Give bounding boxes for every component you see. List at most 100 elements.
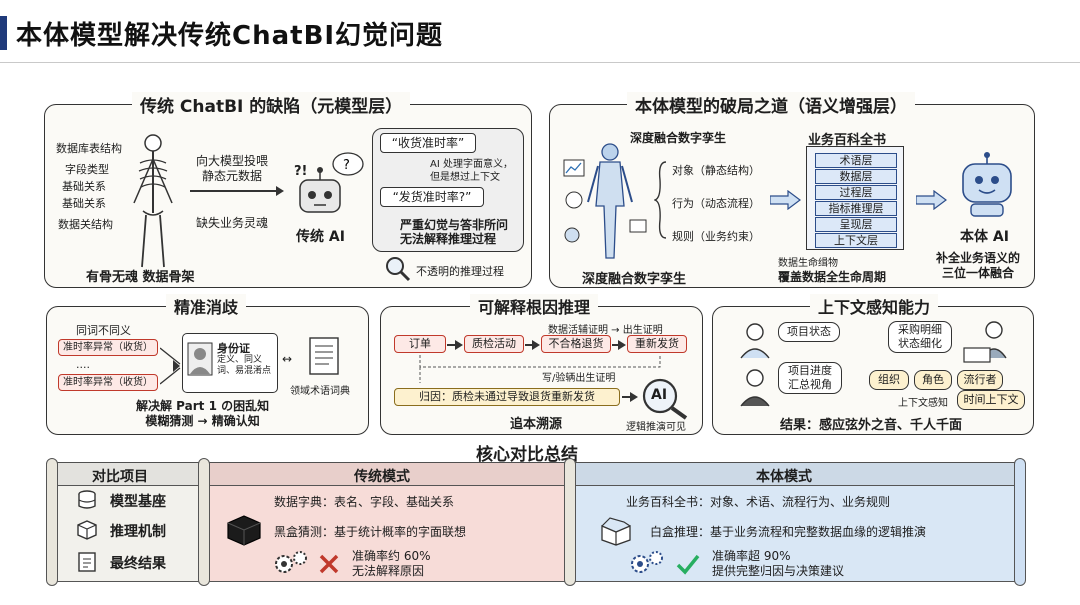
ai-magnifier-icon xyxy=(642,378,688,420)
encyclopedia-title: 业务百科全书 xyxy=(808,133,887,148)
magnifier-icon xyxy=(386,257,411,282)
person-a-icon xyxy=(740,323,770,359)
ontology-ai-label: 本体 AI xyxy=(960,229,1009,245)
skeleton-label-5: 数据关结构 xyxy=(58,218,113,231)
bubble-project-progress: 项目进度 汇总视角 xyxy=(778,362,842,394)
bubble-purchase-detail: 采购明细 状态细化 xyxy=(888,321,952,353)
comparison-title: 核心对比总结 xyxy=(476,445,578,465)
skeleton-label-2: 字段类型 xyxy=(65,163,109,176)
layer-presentation: 呈现层 xyxy=(815,217,897,232)
lifecycle-label: 覆盖数据全生命周期 xyxy=(778,270,887,284)
id-card-body: 定义、同义 词、易混淆点 xyxy=(217,355,272,376)
dictionary-label: 领域术语词典 xyxy=(290,386,350,397)
scroll-mid-1 xyxy=(198,458,210,586)
branch-object: 对象（静态结构） xyxy=(672,164,760,177)
ai-magnifier-text: AI xyxy=(651,387,668,403)
traditional-caption: 有骨无魂 数据骨架 xyxy=(86,270,195,285)
title-divider xyxy=(0,62,1080,63)
ambiguous-item-2: 准时率异常（收货） xyxy=(58,374,158,391)
cube-icon xyxy=(77,520,97,540)
panel-ontology-title: 本体模型的破局之道（语义增强层） xyxy=(627,92,915,117)
ambiguous-item-1: 准时率异常（收货） xyxy=(58,339,158,356)
explain-note-top: 数据活辅证明 → 出生证明 xyxy=(548,325,663,336)
dictionary-icon xyxy=(309,337,339,375)
svg-text:?: ? xyxy=(343,158,350,173)
node-quality-check: 质检活动 xyxy=(464,335,524,353)
row-ontology-reasoning: 白盒推理：基于业务流程和完整数据血缘的逻辑推演 xyxy=(650,525,927,539)
missing-soul-label: 缺失业务灵魂 xyxy=(196,216,269,230)
tag-role: 角色 xyxy=(914,370,952,390)
title-bar: 本体模型解决传统ChatBI幻觉问题 xyxy=(0,0,1080,63)
same-word-label: 同词不同义 xyxy=(76,324,131,337)
explain-note-mid: 写/验辆出生证明 xyxy=(542,373,616,384)
panel-context-title: 上下文感知能力 xyxy=(810,294,939,318)
arrow-order-qc xyxy=(447,340,463,350)
row-label-model: 模型基座 xyxy=(110,494,166,510)
lifecycle-small-label: 数据生命缉物 xyxy=(778,258,838,269)
trace-label: 追本溯源 xyxy=(510,417,563,432)
arrow-return-reship xyxy=(612,340,626,350)
dashed-trace-lines xyxy=(419,355,661,383)
twin-title: 深度融合数字孪生 xyxy=(630,131,727,145)
ontology-ai-caption: 补全业务语义的 三位一体融合 xyxy=(936,251,1021,280)
branch-rule: 规则（业务约束） xyxy=(672,230,760,243)
context-caption: 结果：感应弦外之音、千人千面 xyxy=(780,418,963,433)
feed-arrow xyxy=(190,186,284,196)
panel-explain xyxy=(380,306,703,435)
person-b-icon xyxy=(740,369,770,407)
feed-metadata-label: 向大模型投喂 静态元数据 xyxy=(196,154,269,183)
arrow-qc-return xyxy=(525,340,540,350)
checklist-icon xyxy=(78,552,96,572)
layer-process: 过程层 xyxy=(815,185,897,200)
precise-caption: 解决解 Part 1 の困乱知 模糊猜测 → 精确认知 xyxy=(136,399,270,428)
row-traditional-model: 数据字典：表名、字段、基础关系 xyxy=(274,495,455,509)
traditional-ai-label: 传统 AI xyxy=(296,229,345,245)
layer-context: 上下文层 xyxy=(815,233,897,248)
layer-metric-reasoning: 指标推理层 xyxy=(815,201,897,216)
traditional-robot-icon: ? xyxy=(299,152,364,213)
node-order: 订单 xyxy=(394,335,446,353)
twin-caption: 深度融合数字孪生 xyxy=(582,272,687,287)
layer-terminology: 术语层 xyxy=(815,153,897,168)
query-box-ship: “发货准时率?” xyxy=(380,187,484,207)
row-label-reasoning: 推理机制 xyxy=(110,524,166,540)
context-aware-label: 上下文感知 xyxy=(898,398,948,409)
ellipsis: .... xyxy=(76,358,90,371)
id-card: 身份证 定义、同义 词、易混淆点 xyxy=(182,333,278,393)
tag-organization: 组织 xyxy=(869,370,909,390)
converge-arrows xyxy=(160,347,181,385)
table-header-band xyxy=(54,462,1020,486)
row-traditional-result: 准确率约 60% 无法解释原因 xyxy=(352,549,431,578)
person-c-icon xyxy=(963,321,1007,363)
panel-explain-title: 可解释根因推理 xyxy=(470,294,599,318)
title-accent-bar xyxy=(0,16,7,50)
header-ontology: 本体模式 xyxy=(756,469,812,485)
dict-arrow: ↔ xyxy=(282,352,293,366)
arrow-cause-ai xyxy=(622,392,638,402)
page-title: 本体模型解决传统ChatBI幻觉问题 xyxy=(16,21,444,51)
opaque-reasoning-label: 不透明的推理过程 xyxy=(416,265,504,278)
header-item: 对比项目 xyxy=(92,469,148,485)
arrow-to-ai xyxy=(916,190,947,210)
check-icon xyxy=(676,554,700,575)
bubble-conclusion: 严重幻觉与答非所问 无法解释推理过程 xyxy=(400,218,509,246)
layer-data: 数据层 xyxy=(815,169,897,184)
row-ontology-result: 准确率超 90% 提供完整归因与决策建议 xyxy=(712,549,845,578)
ontology-robot-icon xyxy=(962,152,1012,217)
person-icon xyxy=(187,342,213,376)
query-box-receive: “收货准时率” xyxy=(380,133,476,153)
row-label-result: 最终结果 xyxy=(110,556,166,572)
cause-box: 归因：质检未通过导致退货重新发货 xyxy=(394,388,620,406)
node-reship: 重新发货 xyxy=(627,335,687,353)
tag-executor: 流行者 xyxy=(957,370,1003,390)
node-return: 不合格退货 xyxy=(541,335,611,353)
gears-icon-traditional xyxy=(275,551,307,573)
bubble-project-status: 项目状态 xyxy=(778,322,840,342)
panel-precise-title: 精准消歧 xyxy=(166,294,247,318)
scroll-left xyxy=(46,458,58,586)
row-traditional-reasoning: 黑盒猜测：基于统计概率的字面联想 xyxy=(274,525,467,539)
skeleton-illustration xyxy=(133,134,173,268)
visible-label: 逻辑推演可见 xyxy=(626,422,686,433)
skeleton-label-4: 基础关系 xyxy=(62,197,106,210)
header-traditional: 传统模式 xyxy=(354,469,410,485)
